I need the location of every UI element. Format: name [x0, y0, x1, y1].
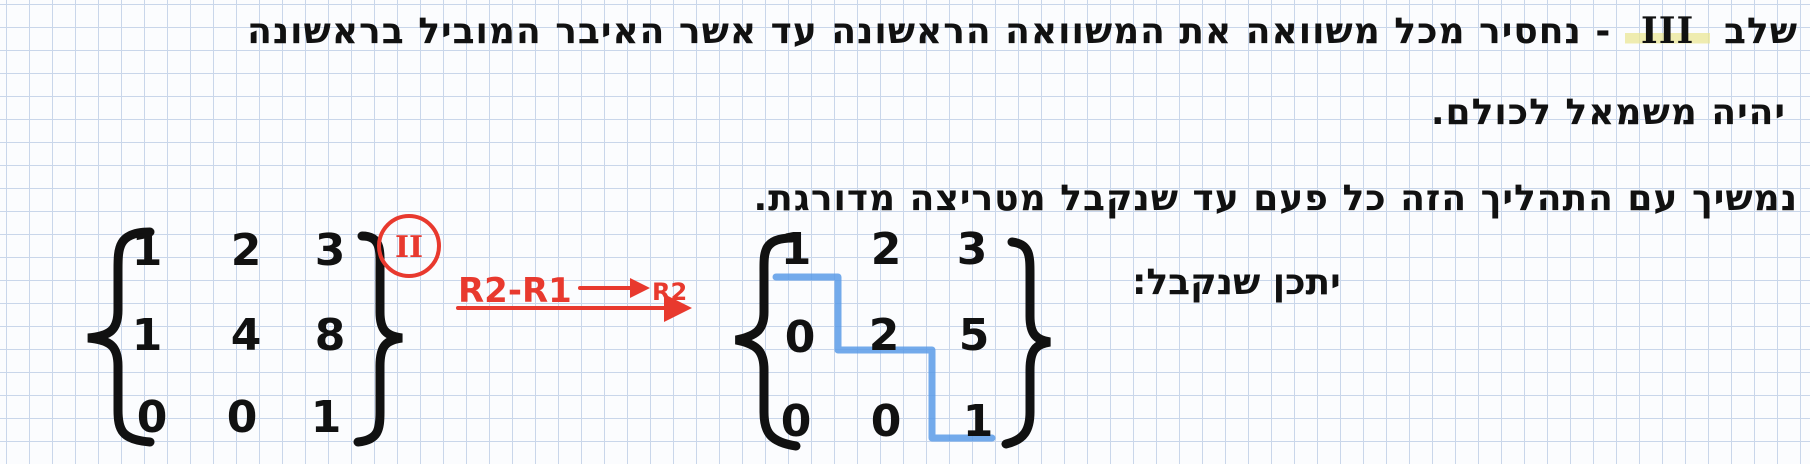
right-matrix-open-brace — [735, 233, 801, 451]
step-description-continued: יהיה משמאל לכולם. — [1430, 92, 1786, 133]
right-matrix-cell: 3 — [957, 224, 988, 275]
row-operation-text: R2-R1 — [458, 271, 572, 311]
right-matrix-cell: 5 — [959, 310, 990, 361]
echelon-staircase-line — [772, 273, 996, 442]
left-matrix-cell: 2 — [231, 225, 262, 276]
possible-result-label: יתכן שנקבל: — [1132, 262, 1341, 303]
left-matrix-cell: 3 — [315, 225, 346, 276]
right-matrix-entries: 1 2 3 0 2 5 0 0 1 — [781, 224, 994, 447]
circled-label-ring — [377, 214, 441, 278]
operation-small-arrow-head — [630, 278, 650, 298]
step-description: - נחסיר מכל משוואה את המשוואה הראשונה עד… — [247, 11, 1612, 52]
left-matrix-cell: 0 — [227, 392, 258, 443]
step-word: שלב — [1723, 11, 1798, 52]
right-matrix-cell: 1 — [963, 396, 994, 447]
left-matrix-cell: 0 — [137, 392, 168, 443]
right-matrix-cell: 0 — [785, 312, 816, 363]
transform-arrow-head — [664, 294, 692, 322]
right-matrix-close-brace — [1001, 237, 1051, 449]
process-explanation: נמשיך עם התהליך הזה כל פעם עד שנקבל מטרי… — [753, 178, 1798, 219]
left-matrix-cell: 1 — [311, 392, 342, 443]
right-matrix-cell: 0 — [871, 396, 902, 447]
left-matrix-cell: 1 — [132, 310, 163, 361]
right-matrix-cell: 2 — [869, 310, 900, 361]
circled-label-text: II — [395, 230, 423, 265]
right-matrix-cell: 1 — [781, 224, 812, 275]
right-matrix-cell: 2 — [871, 224, 902, 275]
step-number-roman: III — [1624, 10, 1711, 52]
left-matrix-open-brace — [87, 227, 155, 447]
left-matrix-close-brace — [353, 231, 403, 447]
left-matrix-cell: 1 — [132, 225, 163, 276]
step-heading-line: שלב III - נחסיר מכל משוואה את המשוואה הר… — [247, 10, 1798, 52]
left-matrix-cell: 8 — [315, 310, 346, 361]
left-matrix-cell: 4 — [231, 310, 262, 361]
left-matrix-entries: 1 2 3 1 4 8 0 0 1 — [132, 225, 346, 443]
right-matrix-cell: 0 — [781, 396, 812, 447]
